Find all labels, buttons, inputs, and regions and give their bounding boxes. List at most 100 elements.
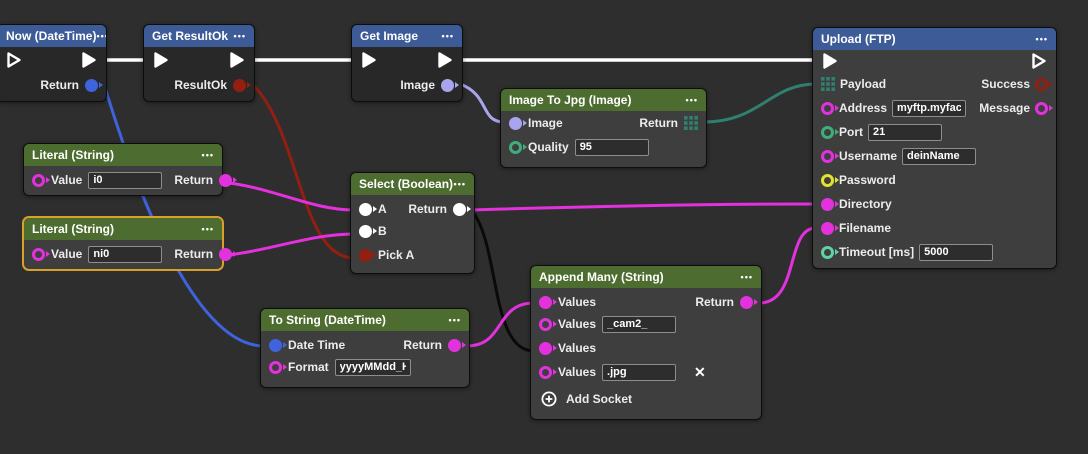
timeout-field[interactable] — [919, 243, 994, 261]
node-title: Image To Jpg (Image) — [509, 93, 632, 107]
quality-field[interactable] — [574, 138, 649, 156]
ellipsis-icon[interactable]: ••• — [201, 224, 214, 234]
input-socket-values-1[interactable] — [539, 295, 552, 309]
port-label-pick-a: Pick A — [378, 248, 415, 262]
ellipsis-icon[interactable]: ••• — [685, 95, 698, 105]
wire-imagetojpg-upload-payload[interactable] — [703, 82, 817, 124]
node-select-boolean[interactable]: Select (Boolean) ••• A Return B Pick A — [350, 172, 475, 274]
output-socket-return[interactable] — [448, 338, 461, 352]
input-socket-date-time[interactable] — [269, 338, 282, 352]
byte-grid-icon[interactable] — [821, 77, 835, 91]
wire-select-return-upload-directory[interactable] — [471, 202, 817, 212]
input-socket-values-3[interactable] — [539, 341, 552, 355]
port-label-message: Message — [979, 101, 1030, 115]
circle-plus-icon — [541, 391, 557, 407]
wire-getimage-imagetojpg[interactable] — [459, 82, 505, 124]
input-socket-a[interactable] — [359, 202, 372, 216]
output-socket-success[interactable] — [1035, 77, 1048, 91]
input-socket-pick-a[interactable] — [359, 248, 372, 262]
input-socket-password[interactable] — [821, 173, 834, 187]
port-label-values: Values — [558, 341, 597, 355]
port-field[interactable] — [868, 123, 942, 141]
wire-literal-i0-select-a[interactable] — [219, 180, 355, 212]
output-socket-image[interactable] — [441, 78, 454, 92]
input-socket-port[interactable] — [821, 125, 834, 139]
port-label-quality: Quality — [528, 140, 569, 154]
exec-in-pin[interactable] — [6, 51, 22, 69]
input-socket-quality[interactable] — [509, 140, 522, 154]
byte-grid-icon[interactable] — [684, 116, 698, 130]
address-field[interactable] — [892, 99, 967, 117]
node-append-many-string[interactable]: Append Many (String) ••• Values Return V… — [530, 265, 762, 420]
node-title: Append Many (String) — [539, 270, 664, 284]
wire-now-return-tostring-datetime[interactable] — [102, 83, 265, 348]
wire-resultok-select-picka[interactable] — [250, 82, 355, 260]
value-field[interactable] — [88, 171, 163, 189]
ellipsis-icon[interactable]: ••• — [448, 315, 461, 325]
output-socket-return[interactable] — [85, 78, 98, 92]
port-label-filename: Filename — [839, 221, 892, 235]
port-label-a: A — [378, 202, 387, 216]
ellipsis-icon[interactable]: ••• — [441, 31, 454, 41]
port-label-return: Return — [40, 78, 79, 92]
ellipsis-icon[interactable]: ••• — [96, 31, 106, 41]
input-socket-b[interactable] — [359, 224, 372, 238]
exec-in-pin[interactable] — [153, 51, 169, 69]
output-socket-return[interactable] — [219, 173, 233, 187]
username-field[interactable] — [902, 147, 977, 165]
exec-out-pin[interactable] — [81, 51, 97, 69]
port-label-return: Return — [408, 202, 447, 216]
node-image-to-jpg[interactable]: Image To Jpg (Image) ••• Image Return Qu… — [500, 88, 707, 168]
format-field[interactable] — [334, 358, 411, 376]
input-socket-address[interactable] — [821, 101, 834, 115]
exec-out-pin[interactable] — [1031, 52, 1047, 70]
exec-out-pin[interactable] — [229, 51, 245, 69]
input-socket-value[interactable] — [32, 173, 45, 187]
wire-literal-ni0-select-b[interactable] — [219, 232, 355, 258]
exec-out-pin[interactable] — [437, 51, 453, 69]
node-to-string-datetime[interactable]: To String (DateTime) ••• Date Time Retur… — [260, 308, 470, 388]
input-socket-image[interactable] — [509, 116, 522, 130]
add-socket-button[interactable]: Add Socket — [531, 384, 761, 414]
wire-tostring-return-appendmany-values1[interactable] — [466, 301, 535, 348]
ellipsis-icon[interactable]: ••• — [201, 150, 214, 160]
exec-in-pin[interactable] — [361, 51, 377, 69]
output-socket-resultok[interactable] — [233, 78, 246, 92]
port-label-return: Return — [174, 247, 214, 261]
ellipsis-icon[interactable]: ••• — [740, 272, 753, 282]
input-socket-timeout[interactable] — [821, 245, 834, 259]
port-label-username: Username — [839, 149, 898, 163]
node-upload-ftp[interactable]: Upload (FTP) ••• Payload Success Address — [812, 27, 1057, 269]
values-4-field[interactable] — [602, 363, 677, 381]
input-socket-username[interactable] — [821, 149, 834, 163]
output-socket-message[interactable] — [1035, 101, 1048, 115]
ellipsis-icon[interactable]: ••• — [233, 31, 246, 41]
input-socket-directory[interactable] — [821, 197, 834, 211]
wire-appendmany-return-upload-filename[interactable] — [758, 226, 817, 305]
input-socket-format[interactable] — [269, 360, 282, 374]
input-socket-filename[interactable] — [821, 221, 834, 235]
node-literal-string-ni0[interactable]: Literal (String) ••• Value Return — [23, 217, 233, 270]
input-socket-value[interactable] — [32, 247, 45, 261]
values-2-field[interactable] — [602, 315, 677, 333]
node-literal-string-i0[interactable]: Literal (String) ••• Value Return — [23, 143, 233, 196]
value-field[interactable] — [88, 245, 163, 263]
input-socket-values-4[interactable] — [539, 365, 552, 379]
node-get-image[interactable]: Get Image ••• Image — [351, 24, 463, 102]
input-socket-values-2[interactable] — [539, 317, 552, 331]
output-socket-return[interactable] — [219, 247, 233, 261]
x-icon[interactable]: ✕ — [694, 363, 706, 380]
ellipsis-icon[interactable]: ••• — [453, 179, 466, 189]
ellipsis-icon[interactable]: ••• — [1035, 34, 1048, 44]
node-now-datetime[interactable]: Now (DateTime) ••• Return — [0, 24, 107, 102]
add-socket-label: Add Socket — [566, 392, 633, 406]
wire-select-return-appendmany-values3[interactable] — [470, 210, 535, 353]
exec-in-pin[interactable] — [822, 52, 838, 70]
port-label-password: Password — [839, 173, 896, 187]
port-label-values: Values — [558, 365, 597, 379]
output-socket-return[interactable] — [453, 202, 466, 216]
output-socket-return[interactable] — [740, 295, 753, 309]
node-get-resultok[interactable]: Get ResultOk ••• ResultOk — [143, 24, 255, 102]
